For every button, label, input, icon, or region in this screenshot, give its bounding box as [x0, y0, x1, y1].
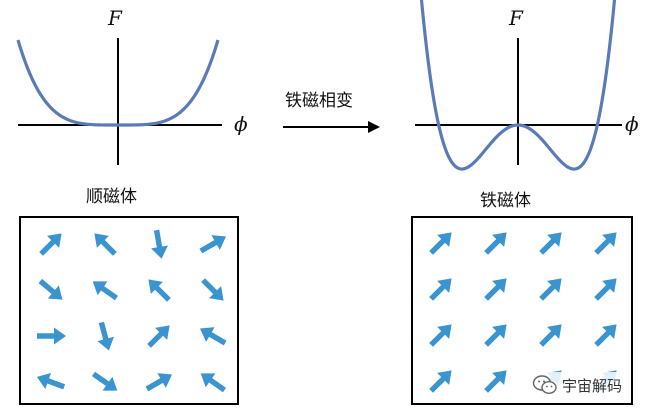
- right-y-axis-label: F: [509, 6, 523, 30]
- left-single-well-curve: [16, 39, 220, 127]
- transition-label: 铁磁相变: [285, 91, 353, 111]
- ferromagnet-spin-arrow: [484, 370, 507, 393]
- paramagnet-spin-arrow: [199, 235, 226, 254]
- ferromagnet-spin-arrow: [429, 370, 452, 393]
- paramagnet-spin-arrow: [92, 281, 119, 301]
- ferromagnet-spin-arrow: [539, 278, 562, 301]
- paramagnet-spin-arrow: [39, 233, 62, 256]
- wechat-icon: [532, 375, 557, 395]
- ferromagnet-spin-arrow: [539, 232, 562, 255]
- paramagnet-spin-arrow: [151, 229, 168, 259]
- ferromagnet-spin-arrow: [429, 324, 452, 347]
- watermark: 宇宙解码: [530, 372, 629, 398]
- ferromagnet-spin-arrow: [484, 324, 507, 347]
- transition-arrow-head: [368, 121, 380, 133]
- paramagnet-spin-arrow: [147, 325, 170, 348]
- paramagnet-spin-arrow: [91, 371, 118, 391]
- paramagnet-spin-arrow: [200, 373, 227, 393]
- paramagnet-spin-arrow: [38, 278, 63, 300]
- paramagnet-spin-arrow: [97, 321, 114, 351]
- ferromagnet-spin-arrow: [429, 278, 452, 301]
- paramagnet-spin-arrow: [94, 233, 117, 256]
- ferromagnet-spin-arrow: [484, 232, 507, 255]
- paramagnet-spin-arrow: [37, 327, 66, 345]
- left-x-axis-label: ϕ: [234, 112, 248, 136]
- ferromagnet-spin-arrow: [594, 278, 617, 301]
- paramagnet-spin-box: [19, 216, 239, 405]
- paramagnet-spin-arrow: [148, 279, 171, 302]
- ferromagnet-caption: 铁磁体: [480, 191, 531, 211]
- right-double-well-curve: [419, 0, 617, 171]
- ferromagnet-spin-arrow: [429, 232, 452, 255]
- paramagnet-caption: 顺磁体: [86, 187, 137, 207]
- paramagnet-spin-arrow: [200, 327, 227, 346]
- paramagnet-spin-arrow: [145, 373, 172, 392]
- left-y-axis-label: F: [108, 6, 122, 30]
- right-x-axis-label: ϕ: [625, 112, 639, 136]
- paramagnet-spins: [36, 229, 227, 393]
- transition-arrow: [283, 121, 380, 133]
- paramagnet-spin-arrow: [36, 372, 66, 390]
- right-energy-plot: [415, 0, 622, 171]
- left-energy-plot: [16, 38, 222, 165]
- ferromagnet-spin-arrow: [594, 232, 617, 255]
- ferromagnet-spin-arrow: [484, 278, 507, 301]
- paramagnet-spin-arrow: [201, 278, 224, 301]
- ferromagnet-spin-box: [411, 216, 633, 405]
- watermark-text: 宇宙解码: [562, 376, 623, 395]
- ferromagnet-spin-arrow: [539, 324, 562, 347]
- ferromagnet-spin-arrow: [594, 324, 617, 347]
